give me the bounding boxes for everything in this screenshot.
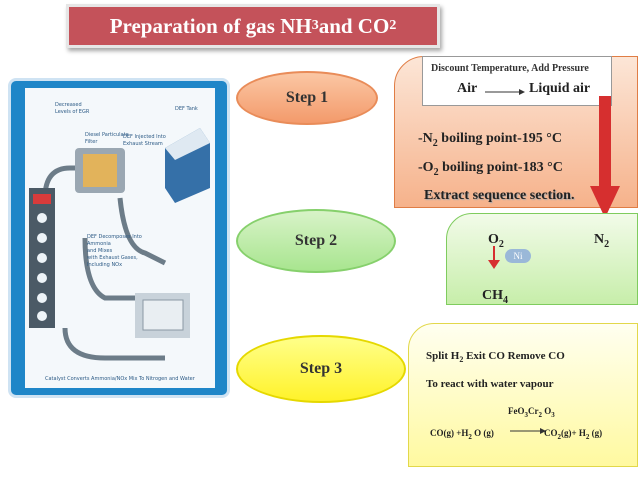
svg-text:and Mixes: and Mixes <box>87 248 113 254</box>
svg-text:Catalyst Converts Ammonia/NOx: Catalyst Converts Ammonia/NOx Mix To Nit… <box>45 376 196 382</box>
title-sub-1: 3 <box>311 18 319 33</box>
step-2-label: Step 2 <box>236 209 396 273</box>
step-3-line-2: To react with water vapour <box>426 378 554 390</box>
exhaust-system-illustration: Decreased Levels of EGR Diesel Particula… <box>25 88 215 388</box>
step-1-text: Step 1 <box>285 89 329 106</box>
step-2-box <box>446 213 638 305</box>
svg-text:Levels of EGR: Levels of EGR <box>55 109 90 115</box>
ch4-arrow-icon <box>488 246 500 269</box>
title-sub-2: 2 <box>389 18 397 33</box>
step-1-label: Step 1 <box>236 71 378 125</box>
discount-box: Discount Temperature, Add Pressure Air L… <box>422 56 612 106</box>
n2-label: N2 <box>594 232 610 250</box>
step-2-text: Step 2 <box>294 232 338 249</box>
svg-text:Filter: Filter <box>85 139 98 145</box>
extract-label: Extract sequence section. <box>424 188 575 203</box>
svg-text:DEF Decomposes Into: DEF Decomposes Into <box>87 234 142 240</box>
o2-label: O2 <box>488 232 504 250</box>
air-label: Air <box>457 81 478 96</box>
step-3-text: Step 3 <box>299 360 343 377</box>
svg-text:with Exhaust Gases,: with Exhaust Gases, <box>87 255 138 261</box>
liquid-air-label: Liquid air <box>529 81 591 96</box>
step-3-line-1: Split H2 Exit CO Remove CO <box>426 350 565 365</box>
down-arrow-red-icon <box>590 96 620 218</box>
svg-text:Including NOx: Including NOx <box>87 262 122 268</box>
exhaust-system-panel: Decreased Levels of EGR Diesel Particula… <box>8 78 230 398</box>
reaction-arrow-icon <box>510 428 546 434</box>
svg-text:Ammonia: Ammonia <box>87 241 111 247</box>
svg-text:Exhaust Stream: Exhaust Stream <box>123 141 163 147</box>
o2-boiling-point: -O2 boiling point-183 °C <box>418 160 563 178</box>
n2-boiling-point: -N2 boiling point-195 °C <box>418 131 563 149</box>
svg-text:DEF Tank: DEF Tank <box>175 106 198 112</box>
ni-catalyst-badge: Ni <box>505 249 531 263</box>
discount-label: Discount Temperature, Add Pressure <box>431 63 589 74</box>
equation-right: CO2(g)+ H2 (g) <box>544 428 603 441</box>
step-3-label: Step 3 <box>236 335 406 403</box>
title-text-mid: and CO <box>318 13 390 38</box>
step-3-box <box>408 323 638 467</box>
title-text: Preparation of gas NH <box>109 13 312 38</box>
diesel-exhaust-icon: Decreased Levels of EGR Diesel Particula… <box>29 102 210 382</box>
svg-text:Decreased: Decreased <box>55 102 82 108</box>
catalyst-formula: FeO3Cr2 O3 <box>508 406 555 419</box>
svg-text:DEF Injected Into: DEF Injected Into <box>123 134 166 140</box>
equation-left: CO(g) +H2 O (g) <box>430 428 494 441</box>
arrow-right-icon <box>485 89 525 95</box>
ch4-label: CH4 <box>482 288 508 306</box>
svg-text:Diesel Particulate: Diesel Particulate <box>85 132 129 138</box>
